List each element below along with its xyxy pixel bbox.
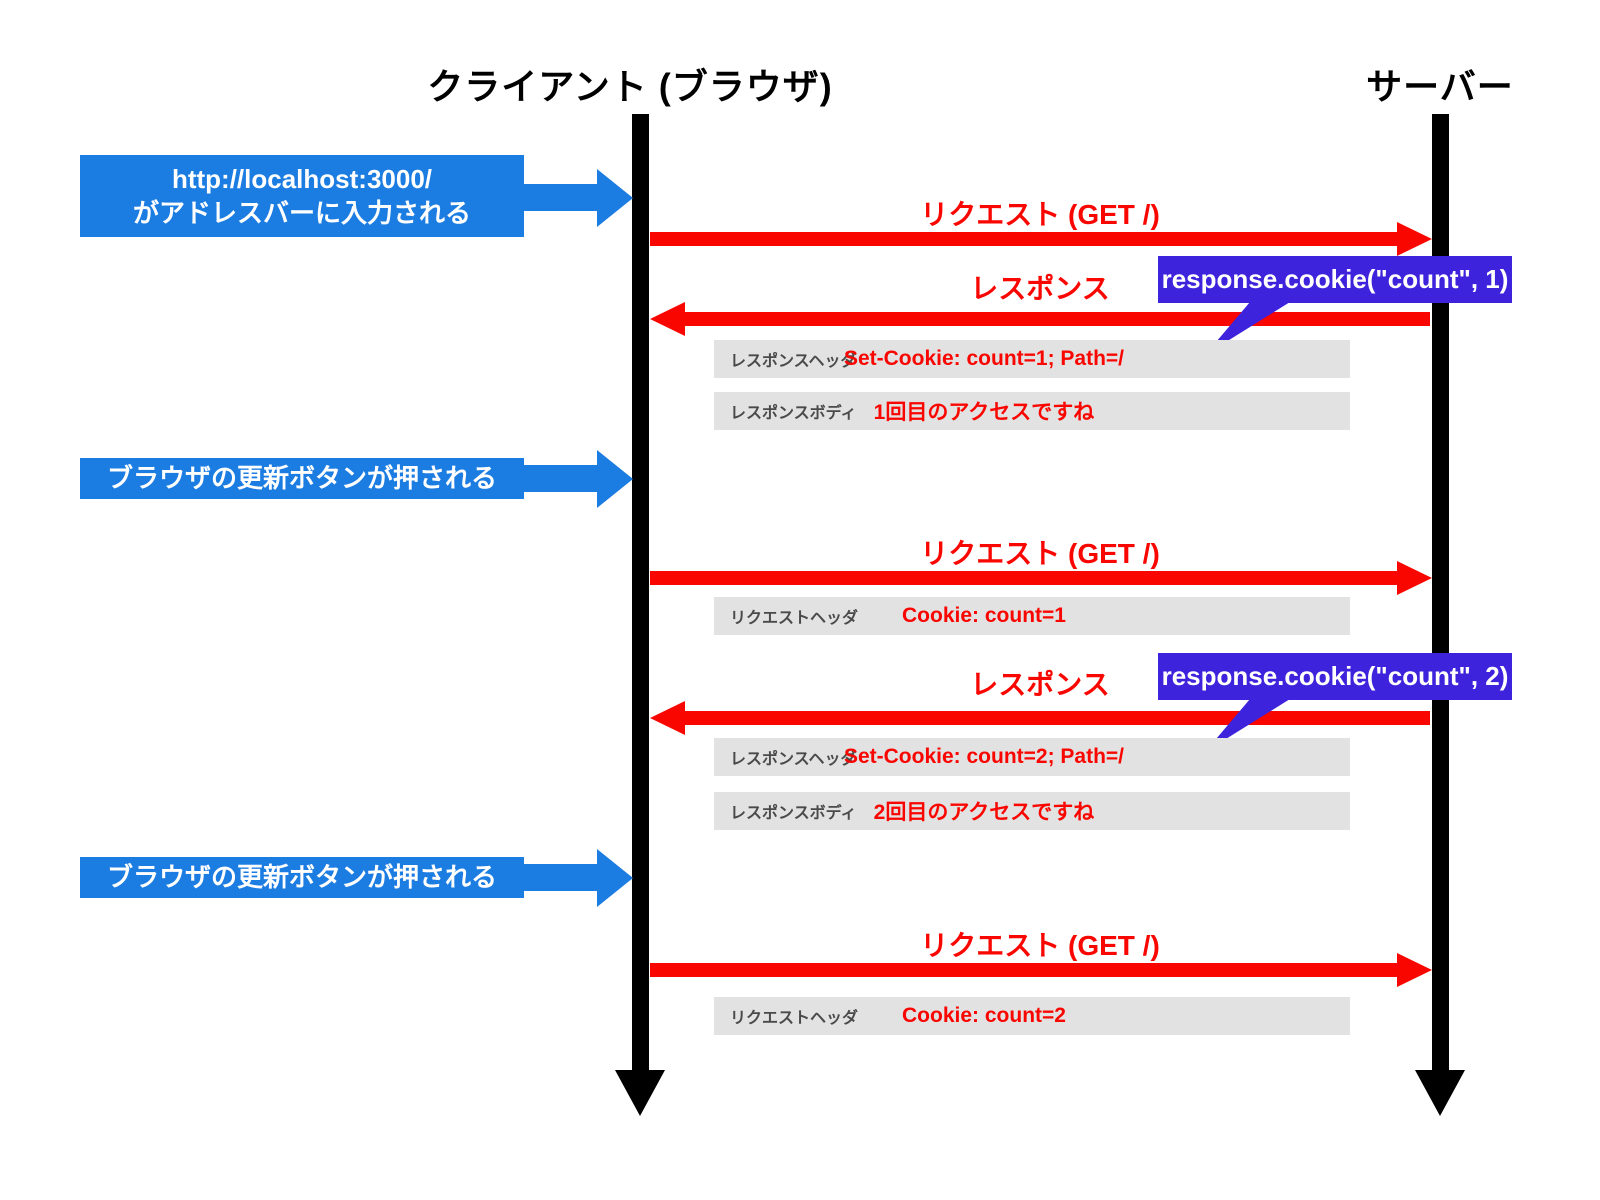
detail-row: リクエストヘッダ Cookie: count=2: [714, 997, 1350, 1035]
detail-label: レスポンスボディ: [730, 405, 857, 422]
response-arrow: [685, 312, 1430, 326]
client-lifeline: [632, 114, 649, 1072]
request-label: リクエスト (GET /): [920, 930, 1160, 961]
detail-label: レスポンスボディ: [730, 805, 857, 822]
response-arrowhead-icon: [650, 302, 685, 336]
event-arrow: [522, 864, 598, 891]
event-text-line1: http://localhost:3000/: [171, 163, 433, 194]
event-arrowhead-icon: [597, 169, 633, 227]
event-box-refresh-pressed: ブラウザの更新ボタンが押される: [80, 458, 524, 499]
event-box-url-entered: http://localhost:3000/ がアドレスバーに入力される: [80, 155, 524, 237]
client-lifeline-arrowhead-icon: [615, 1070, 665, 1116]
detail-row: リクエストヘッダ Cookie: count=1: [714, 597, 1350, 635]
detail-value: Set-Cookie: count=1; Path=/: [843, 347, 1125, 370]
request-arrowhead-icon: [1397, 561, 1432, 595]
detail-value: Cookie: count=1: [902, 604, 1066, 627]
event-arrowhead-icon: [597, 450, 633, 508]
event-box-refresh-pressed: ブラウザの更新ボタンが押される: [80, 857, 524, 898]
detail-row: レスポンスボディ 1回目のアクセスですね: [714, 392, 1350, 430]
event-arrowhead-icon: [597, 849, 633, 907]
event-arrow: [522, 465, 598, 492]
detail-row: レスポンスヘッダ Set-Cookie: count=1; Path=/: [714, 340, 1350, 378]
response-arrow: [685, 711, 1430, 725]
request-arrowhead-icon: [1397, 222, 1432, 256]
event-text-line1: ブラウザの更新ボタンが押される: [106, 463, 497, 494]
detail-value: Cookie: count=2: [902, 1004, 1066, 1027]
detail-row: レスポンスヘッダ Set-Cookie: count=2; Path=/: [714, 738, 1350, 776]
detail-label: リクエストヘッダ: [730, 1010, 859, 1027]
request-arrow: [650, 963, 1397, 977]
response-label: レスポンス: [970, 669, 1110, 700]
code-callout: response.cookie("count", 1): [1158, 256, 1512, 303]
client-lifeline-title: クライアント (ブラウザ): [427, 66, 833, 107]
event-text-line2: がアドレスバーに入力される: [132, 198, 471, 228]
request-label: リクエスト (GET /): [920, 538, 1160, 569]
event-text-line1: ブラウザの更新ボタンが押される: [106, 862, 497, 893]
detail-value: 2回目のアクセスですね: [873, 801, 1095, 824]
code-callout: response.cookie("count", 2): [1158, 653, 1512, 700]
request-arrow: [650, 571, 1397, 585]
detail-label: レスポンスヘッダ: [730, 751, 857, 768]
server-lifeline-arrowhead-icon: [1415, 1070, 1465, 1116]
detail-row: レスポンスボディ 2回目のアクセスですね: [714, 792, 1350, 830]
detail-value: Set-Cookie: count=2; Path=/: [843, 745, 1125, 768]
server-lifeline: [1432, 114, 1449, 1072]
response-arrowhead-icon: [650, 701, 685, 735]
detail-label: リクエストヘッダ: [730, 610, 859, 627]
request-arrow: [650, 232, 1397, 246]
detail-label: レスポンスヘッダ: [730, 353, 857, 370]
response-label: レスポンス: [970, 273, 1110, 304]
detail-value: 1回目のアクセスですね: [873, 401, 1095, 424]
event-arrow: [522, 184, 598, 211]
request-arrowhead-icon: [1397, 953, 1432, 987]
server-lifeline-title: サーバー: [1366, 66, 1514, 107]
request-label: リクエスト (GET /): [920, 199, 1160, 230]
